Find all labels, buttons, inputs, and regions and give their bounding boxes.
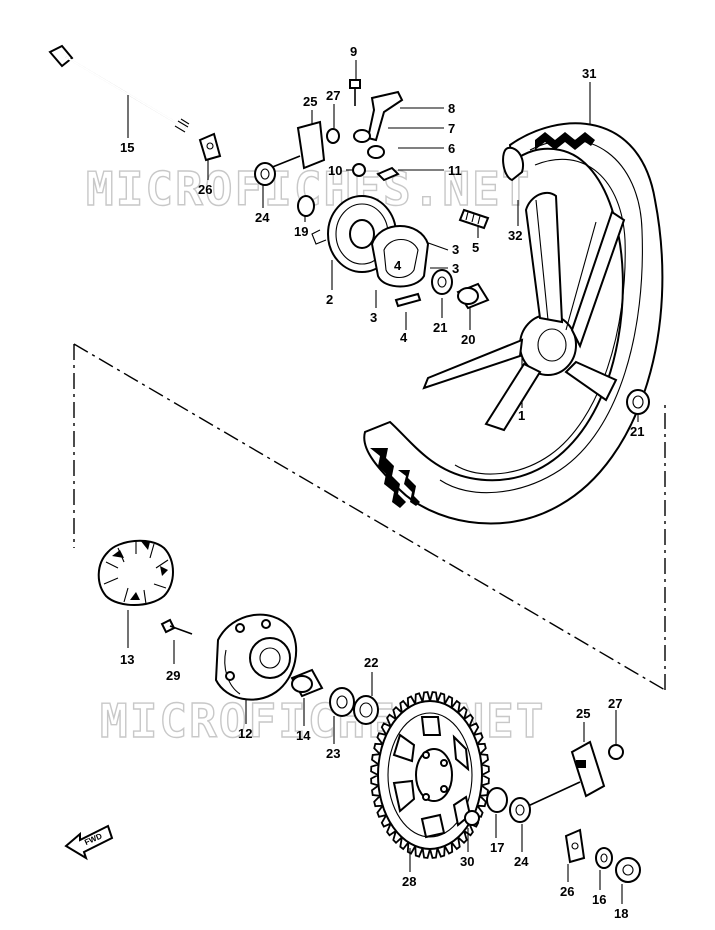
callout-31: 31 — [582, 66, 596, 81]
callout-9: 9 — [350, 44, 357, 59]
lower-hub-parts — [97, 539, 379, 725]
callout-14: 14 — [296, 728, 311, 743]
leader-lines-lower — [127, 610, 623, 904]
callout-25-bottom: 25 — [576, 706, 590, 721]
callout-13: 13 — [120, 652, 134, 667]
callout-3-upper: 3 — [452, 242, 459, 257]
callout-12: 12 — [238, 726, 252, 741]
wheel-rim — [363, 122, 664, 525]
callout-20: 20 — [461, 332, 475, 347]
callout-15: 15 — [120, 140, 134, 155]
callout-26-top: 26 — [198, 182, 212, 197]
callout-10: 10 — [328, 163, 342, 178]
leader-lines-upper — [127, 60, 639, 422]
callout-8: 8 — [448, 101, 455, 116]
callout-30: 30 — [460, 854, 474, 869]
svg-text:4: 4 — [394, 258, 402, 273]
callout-4: 4 — [400, 330, 408, 345]
lower-right-parts — [464, 740, 641, 883]
callout-3-mid: 3 — [452, 261, 459, 276]
callout-19: 19 — [294, 224, 308, 239]
callout-11: 11 — [448, 163, 462, 178]
callout-32: 32 — [508, 228, 522, 243]
callout-25-top: 25 — [303, 94, 317, 109]
brake-panel-parts: 4 — [198, 79, 490, 310]
axle-part — [48, 44, 190, 133]
callout-21-right: 21 — [630, 424, 644, 439]
alignment-line-box — [73, 343, 666, 691]
callout-6: 6 — [448, 141, 455, 156]
callout-23: 23 — [326, 746, 340, 761]
sprocket-part — [370, 691, 490, 859]
callout-22: 22 — [364, 655, 378, 670]
callout-21-upper: 21 — [433, 320, 447, 335]
callout-27-top: 27 — [326, 88, 340, 103]
callout-3-lower: 3 — [370, 310, 377, 325]
callout-1: 1 — [518, 408, 525, 423]
bearing-right-part — [626, 389, 650, 415]
forward-direction-icon: FWD — [64, 824, 114, 861]
callout-16: 16 — [592, 892, 606, 907]
callout-27-bottom: 27 — [608, 696, 622, 711]
callout-labels: 9 27 25 8 7 6 10 11 15 26 24 19 3 3 5 2 … — [120, 44, 644, 921]
callout-17: 17 — [490, 840, 504, 855]
callout-7: 7 — [448, 121, 455, 136]
callout-2: 2 — [326, 292, 333, 307]
callout-28: 28 — [402, 874, 416, 889]
callout-26-bottom: 26 — [560, 884, 574, 899]
callout-24-bottom: 24 — [514, 854, 529, 869]
callout-5: 5 — [472, 240, 479, 255]
callout-24-top: 24 — [255, 210, 270, 225]
callout-18: 18 — [614, 906, 628, 921]
callout-29: 29 — [166, 668, 180, 683]
